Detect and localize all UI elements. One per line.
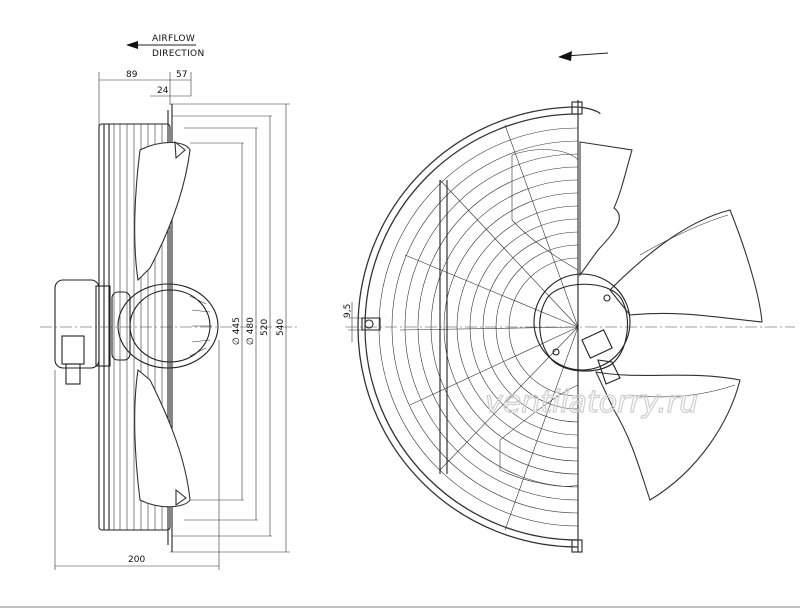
airflow-label-line1: AIRFLOW [152,34,195,44]
dim-57: 57 [176,70,187,80]
airflow-direction-label: AIRFLOW DIRECTION [126,34,204,59]
dim-89: 89 [126,70,138,80]
airflow-label-line2: DIRECTION [152,49,204,59]
dim-200: 200 [128,555,145,565]
dim-diameter-445: ∅ 445 [232,317,242,345]
side-view: 89 57 24 ∅ 445 ∅ 480 520 540 [40,70,300,570]
bottom-divider [0,606,800,608]
arrow-left-icon [558,51,572,61]
arrow-left-icon [126,41,138,49]
front-view: 9,5 [343,100,795,553]
dim-9-5: 9,5 [343,304,353,318]
rotation-arrow [558,51,609,61]
dim-24: 24 [157,86,169,96]
dim-diameter-480: ∅ 480 [246,317,256,345]
watermark-text: ventilatorry.ru [485,385,698,420]
